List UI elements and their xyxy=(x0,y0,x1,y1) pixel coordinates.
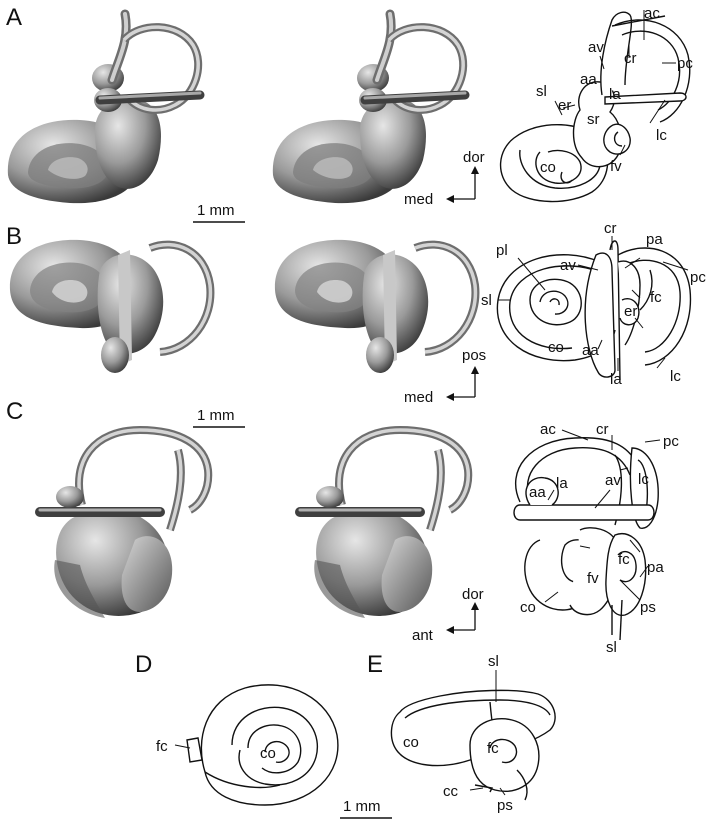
panel-letter-a: A xyxy=(6,4,22,31)
axis-label-ant-c: ant xyxy=(412,627,434,644)
label-a-ac: ac xyxy=(644,5,660,22)
label-a-co: co xyxy=(540,159,556,176)
label-d-fc: fc xyxy=(156,738,168,755)
label-a-la: la xyxy=(609,86,621,103)
axis-arrow-left-a xyxy=(446,195,454,203)
label-b-la: la xyxy=(610,371,622,388)
label-c-ac: ac xyxy=(540,421,556,438)
axis-arrow-left-b xyxy=(446,393,454,401)
panel-a-render-left xyxy=(8,14,200,203)
label-a-lc: lc xyxy=(656,127,667,144)
label-c-la: la xyxy=(556,475,568,492)
label-a-av: av xyxy=(588,39,604,56)
axis-arrow-up-a xyxy=(471,166,479,174)
label-c-pa: pa xyxy=(647,559,664,576)
axis-label-med-a: med xyxy=(404,191,433,208)
label-a-aa: aa xyxy=(580,71,597,88)
scale-label-e: 1 mm xyxy=(343,798,381,815)
axis-arrow-up-b xyxy=(471,366,479,374)
panel-a: A 1 mm dor med xyxy=(6,4,693,223)
panel-a-render-right xyxy=(273,14,465,203)
axis-arrow-left-c xyxy=(446,626,454,634)
panel-letter-e: E xyxy=(367,651,383,678)
line-drawing-c xyxy=(513,437,659,641)
label-e-co: co xyxy=(403,734,419,751)
label-b-pa: pa xyxy=(646,231,663,248)
label-a-pc: pc xyxy=(677,55,693,72)
panel-c-render-right xyxy=(300,430,468,618)
label-c-fv: fv xyxy=(587,570,599,587)
scale-label-b: 1 mm xyxy=(197,407,235,424)
line-drawing-e xyxy=(390,689,556,801)
panel-e: E sl co fc cc ps 1 mm xyxy=(340,651,556,819)
line-drawing-b xyxy=(496,240,692,381)
label-b-er: er xyxy=(624,303,637,320)
axis-arrow-up-c xyxy=(471,602,479,610)
label-b-aa: aa xyxy=(582,342,599,359)
label-e-sl: sl xyxy=(488,653,499,670)
label-c-pc: pc xyxy=(663,433,679,450)
label-b-sl: sl xyxy=(481,292,492,309)
axis-label-dor-c: dor xyxy=(462,586,484,603)
label-e-ps: ps xyxy=(497,797,513,814)
label-e-cc: cc xyxy=(443,783,459,800)
label-b-av: av xyxy=(560,257,576,274)
line-drawing-d xyxy=(186,684,339,806)
label-e-fc: fc xyxy=(487,740,499,757)
label-a-fv: fv xyxy=(610,158,622,175)
label-b-fc: fc xyxy=(650,289,662,306)
line-drawing-a xyxy=(499,11,691,203)
label-b-cr: cr xyxy=(604,220,617,237)
panel-b-render-right xyxy=(275,240,476,373)
panel-letter-b: B xyxy=(6,223,22,250)
panel-b: B 1 mm pos med xyxy=(6,220,706,428)
axis-label-pos-b: pos xyxy=(462,347,486,364)
panel-c-render-left xyxy=(40,430,208,618)
label-c-ps: ps xyxy=(640,599,656,616)
panel-d: D fc co xyxy=(135,651,339,806)
label-c-sl: sl xyxy=(606,639,617,656)
axis-label-dor-a: dor xyxy=(463,149,485,166)
label-a-er: er xyxy=(558,97,571,114)
label-b-lc: lc xyxy=(670,368,681,385)
panel-b-render-left xyxy=(10,240,211,373)
panel-c: C dor ant xyxy=(6,398,679,656)
label-c-aa: aa xyxy=(529,484,546,501)
label-a-sl: sl xyxy=(536,83,547,100)
label-c-cr: cr xyxy=(596,421,609,438)
label-b-pc: pc xyxy=(690,269,706,286)
label-d-co: co xyxy=(260,745,276,762)
panel-letter-c: C xyxy=(6,398,23,425)
label-c-fc: fc xyxy=(618,551,630,568)
label-a-cr: cr xyxy=(624,50,637,67)
axis-label-med-b: med xyxy=(404,389,433,406)
label-b-pl: pl xyxy=(496,242,508,259)
panel-letter-d: D xyxy=(135,651,152,678)
label-b-co: co xyxy=(548,339,564,356)
label-c-av: av xyxy=(605,472,621,489)
label-c-co: co xyxy=(520,599,536,616)
label-a-sr: sr xyxy=(587,111,600,128)
label-c-lc: lc xyxy=(638,471,649,488)
scale-label-a: 1 mm xyxy=(197,202,235,219)
